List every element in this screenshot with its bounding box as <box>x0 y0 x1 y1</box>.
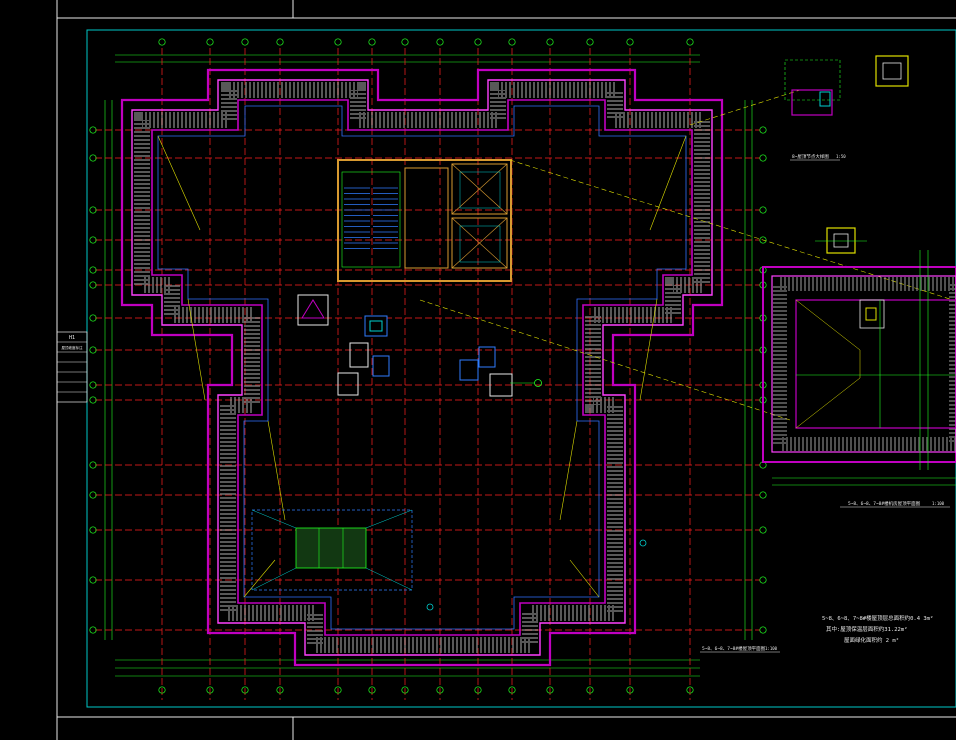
axis-bubble <box>158 38 166 46</box>
axis-bubble <box>89 126 97 134</box>
axis-bubble <box>89 491 97 499</box>
equipment-platform <box>251 509 413 591</box>
axis-bubble <box>759 491 767 499</box>
axis-bubble <box>89 461 97 469</box>
axis-bubble <box>89 626 97 634</box>
axis-bubble <box>241 38 249 46</box>
axis-bubble <box>759 126 767 134</box>
axis-bubble <box>241 686 249 694</box>
axis-bubble <box>89 206 97 214</box>
axis-bubble <box>89 154 97 162</box>
axis-bubble <box>546 38 554 46</box>
left-tag-line1: H1 <box>69 335 75 341</box>
axis-bubble <box>89 281 97 289</box>
axis-bubble <box>401 686 409 694</box>
axis-bubble <box>89 396 97 404</box>
detail-shaft-mid <box>815 227 867 254</box>
axis-bubble <box>206 686 214 694</box>
dimension-lines <box>104 54 753 677</box>
axis-bubble <box>586 686 594 694</box>
axis-bubble <box>436 686 444 694</box>
axis-bubble <box>759 526 767 534</box>
axis-bubble <box>759 236 767 244</box>
axis-bubble <box>89 266 97 274</box>
roof-outline-inner2 <box>151 99 693 636</box>
axis-bubble <box>759 576 767 584</box>
axis-bubble <box>759 206 767 214</box>
axis-bubble <box>89 381 97 389</box>
axis-bubble <box>474 38 482 46</box>
roof-outline-outer <box>120 68 724 667</box>
axis-bubble <box>626 38 634 46</box>
axis-bubble <box>334 38 342 46</box>
axis-bubble <box>508 686 516 694</box>
area-notes: 5~8、6~8、7~8#楼屋顶层总面积约0.4 3m² 其中:屋顶保温层面积约3… <box>822 614 933 644</box>
section-marker-icon <box>510 379 542 387</box>
axis-bubble <box>686 686 694 694</box>
axis-bubble <box>334 686 342 694</box>
axis-bubble <box>89 346 97 354</box>
roof-outline-inner <box>131 79 713 656</box>
axis-bubble <box>276 686 284 694</box>
main-plan-scale: 1:100 <box>765 646 778 651</box>
axis-bubble <box>401 38 409 46</box>
axis-bubble <box>759 626 767 634</box>
axis-bubble <box>368 38 376 46</box>
axis-bubble <box>206 38 214 46</box>
detail-top-title: 8~屋顶节点大样图 <box>792 153 829 160</box>
area-note-green: 屋面绿化面积约 2 m² <box>844 636 899 644</box>
main-plan-title: 5~8、6~8、7~8#楼屋顶平面图 <box>702 645 766 652</box>
axis-bubble <box>686 38 694 46</box>
axis-bubble <box>759 154 767 162</box>
left-tag-line2: 屋顶坡度标注 <box>62 345 83 350</box>
axis-bubble <box>89 236 97 244</box>
axis-bubble <box>626 686 634 694</box>
roof-shafts <box>297 294 513 397</box>
axis-bubble <box>586 38 594 46</box>
axis-grid <box>95 48 760 700</box>
stair-core <box>337 159 512 282</box>
detail-top-scale: 1:50 <box>836 154 846 159</box>
axis-bubble <box>368 686 376 694</box>
detail-right-scale: 1:100 <box>932 501 945 506</box>
area-note-total: 5~8、6~8、7~8#楼屋顶层总面积约0.4 3m² <box>822 614 933 622</box>
slope-lines <box>157 135 687 598</box>
axis-bubble <box>158 686 166 694</box>
detail-top: 8~屋顶节点大样图 1:50 <box>784 55 909 161</box>
axis-bubble <box>436 38 444 46</box>
axis-bubble <box>89 576 97 584</box>
main-title-block: 5~8、6~8、7~8#楼屋顶平面图 1:100 <box>700 645 780 653</box>
detail-right-title: 5~8、6~8、7~8#楼机房屋顶平面图 <box>848 500 921 507</box>
left-tag-block: H1 屋顶坡度标注 <box>56 331 88 403</box>
axis-bubbles <box>89 38 767 694</box>
axis-bubble <box>276 38 284 46</box>
area-note-insulation: 其中:屋顶保温层面积约31.22m² <box>826 625 908 633</box>
detail-machine-room: 5~8、6~8、7~8#楼机房屋顶平面图 1:100 <box>762 250 956 508</box>
axis-bubble <box>89 314 97 322</box>
axis-bubble <box>474 686 482 694</box>
axis-bubble <box>508 38 516 46</box>
parapet-band <box>134 82 710 653</box>
roof-drain-icon <box>426 539 647 611</box>
axis-bubble <box>89 526 97 534</box>
axis-bubble <box>546 686 554 694</box>
leader-lines <box>419 89 954 421</box>
